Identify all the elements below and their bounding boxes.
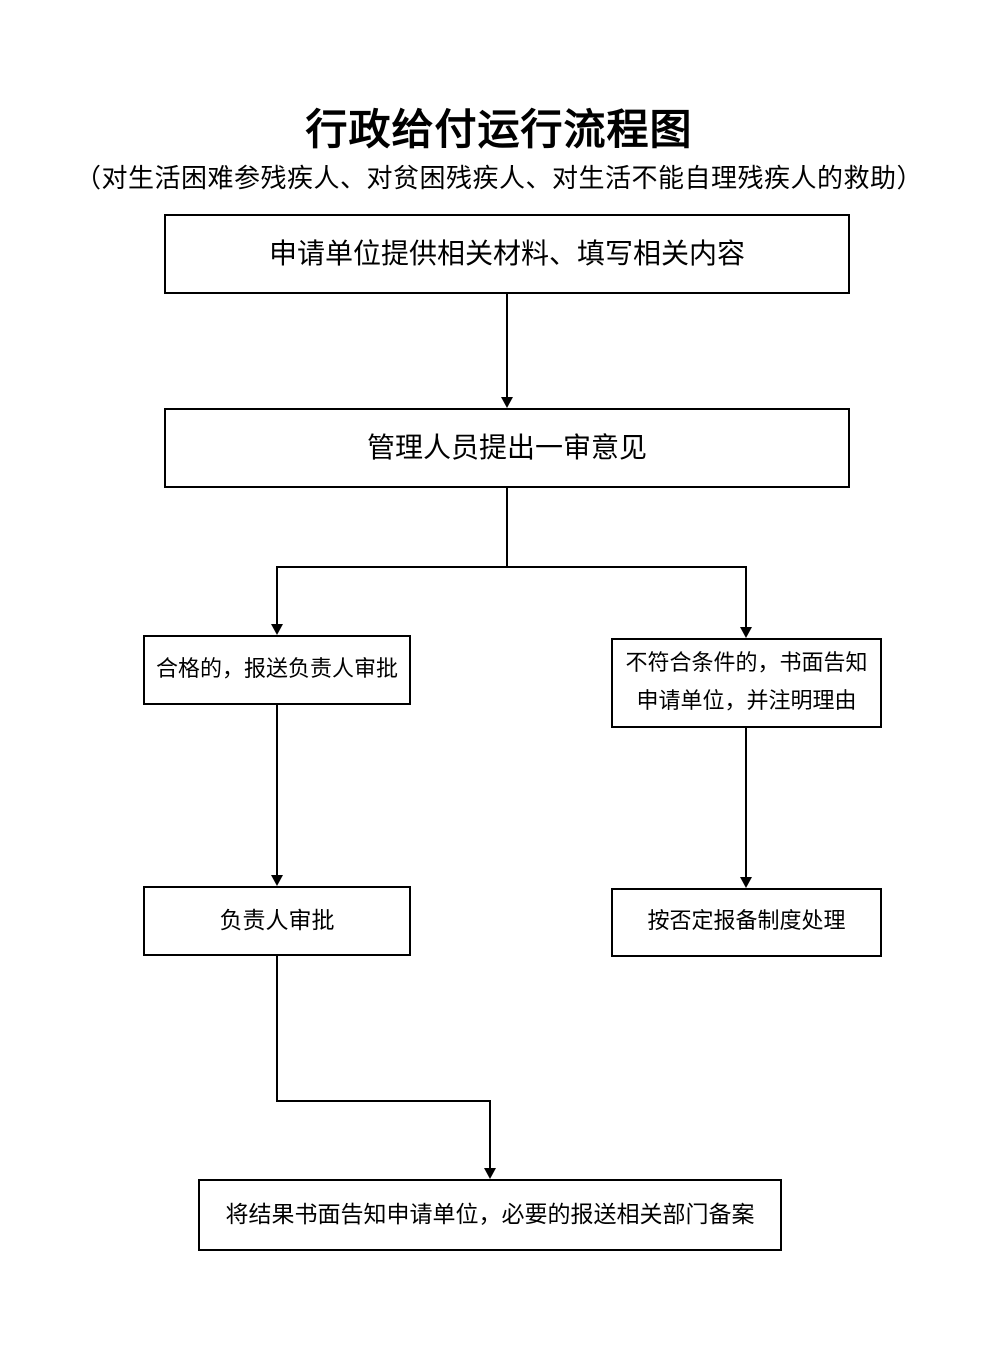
arrowhead-branch-to-not-qualified: [740, 627, 752, 638]
arrowhead-bend-to-final: [484, 1168, 496, 1179]
flow-node-leader-approval-label: 负责人审批: [219, 907, 335, 934]
flow-node-apply-label: 申请单位提供相关材料、填写相关内容: [268, 237, 745, 271]
flow-node-final-notice: 将结果书面告知申请单位，必要的报送相关部门备案: [198, 1179, 782, 1251]
flow-node-first-review: 管理人员提出一审意见: [164, 408, 850, 488]
arrowhead-apply-to-review: [501, 397, 513, 408]
connector-bend-to-final: [489, 1100, 491, 1169]
flow-node-qualified-label: 合格的，报送负责人审批: [155, 656, 398, 682]
flow-node-final-notice-label: 将结果书面告知申请单位，必要的报送相关部门备案: [225, 1201, 755, 1228]
arrowhead-qualified-to-approval: [271, 875, 283, 886]
connector-branch-to-qualified: [276, 566, 278, 625]
arrowhead-not-qualified-to-record: [740, 877, 752, 888]
connector-branch-bar: [276, 566, 747, 568]
page-title: 行政给付运行流程图: [305, 105, 693, 154]
connector-qualified-to-approval: [276, 705, 278, 876]
flow-node-not-qualified-line1: 不符合条件的，书面告知: [625, 651, 868, 676]
connector-not-qualified-to-record: [745, 728, 747, 878]
flow-node-not-qualified: 不符合条件的，书面告知 申请单位，并注明理由: [611, 638, 882, 728]
connector-approval-down: [276, 956, 278, 1102]
connector-approval-bend: [276, 1100, 491, 1102]
flow-node-negative-record: 按否定报备制度处理: [611, 888, 882, 957]
flow-node-negative-record-label: 按否定报备制度处理: [647, 909, 846, 935]
flow-node-apply: 申请单位提供相关材料、填写相关内容: [164, 214, 850, 294]
connector-branch-to-not-qualified: [745, 566, 747, 628]
flow-node-leader-approval: 负责人审批: [143, 886, 411, 956]
flow-node-first-review-label: 管理人员提出一审意见: [366, 431, 647, 465]
flow-node-not-qualified-line2: 申请单位，并注明理由: [636, 689, 857, 714]
page-subtitle: （对生活困难参残疾人、对贫困残疾人、对生活不能自理残疾人的救助）: [74, 164, 923, 194]
connector-apply-to-review: [506, 294, 508, 398]
connector-review-stem: [506, 488, 508, 568]
flow-node-qualified: 合格的，报送负责人审批: [143, 635, 411, 705]
arrowhead-branch-to-qualified: [271, 624, 283, 635]
